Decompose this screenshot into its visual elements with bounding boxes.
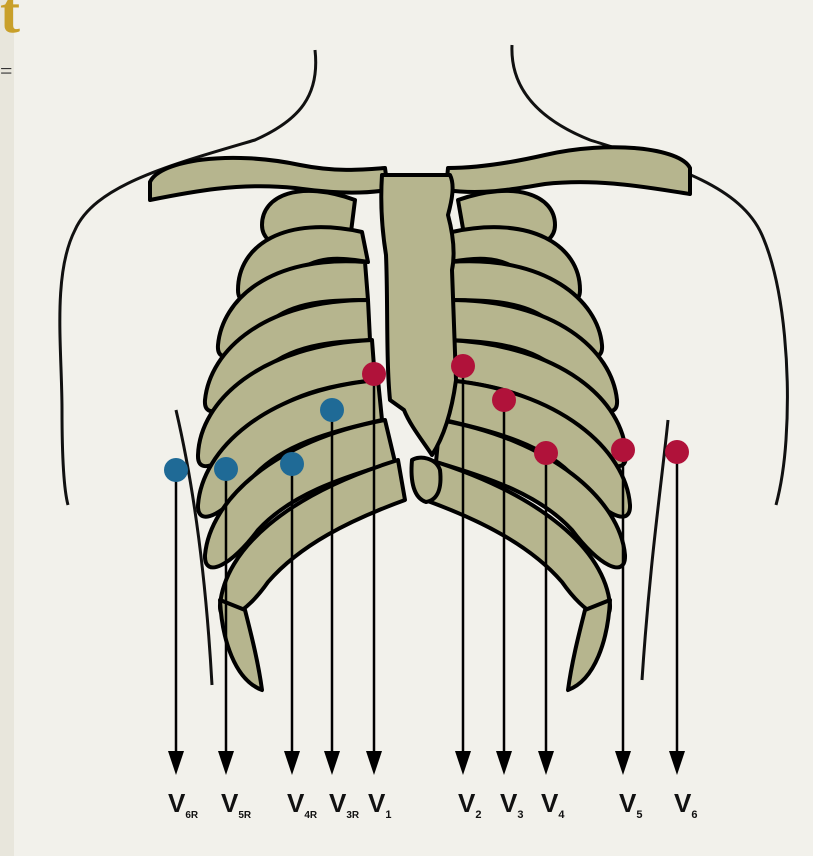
- electrode-dot: [492, 388, 516, 412]
- electrode-dot: [534, 441, 558, 465]
- lead-label-sub: 2: [475, 809, 481, 821]
- arrow-head-icon: [496, 751, 512, 775]
- lead-label-main: V: [619, 788, 637, 818]
- electrode-dot: [280, 452, 304, 476]
- lead-label: V4: [541, 788, 565, 821]
- lead-label: V5: [619, 788, 642, 821]
- lead-label-sub: 5R: [238, 810, 252, 821]
- lead-label-sub: 4: [558, 809, 565, 821]
- arrow-head-icon: [366, 751, 382, 775]
- electrode-dot: [214, 457, 238, 481]
- lead-label-sub: 6: [691, 809, 697, 821]
- electrode-dot: [611, 438, 635, 462]
- arrow-head-icon: [324, 751, 340, 775]
- arrow-head-icon: [168, 751, 184, 775]
- lead-label: V1: [368, 788, 391, 821]
- electrode-dot: [320, 398, 344, 422]
- lead-label-main: V: [287, 788, 305, 818]
- lead-label-main: V: [329, 788, 347, 818]
- arrow-head-icon: [538, 751, 554, 775]
- lead-label: V6R: [168, 788, 199, 821]
- lead-label: V6: [674, 788, 697, 821]
- lead-label: V3: [500, 788, 523, 821]
- lead-label-sub: 3R: [346, 810, 360, 821]
- arrow-head-icon: [669, 751, 685, 775]
- lead-label-sub: 1: [385, 809, 391, 821]
- lead-label-main: V: [541, 788, 559, 818]
- lead-label-main: V: [221, 788, 239, 818]
- lead-v6: V6: [665, 440, 697, 821]
- lead-label: V5R: [221, 788, 252, 821]
- lead-label-main: V: [500, 788, 518, 818]
- lead-label-main: V: [458, 788, 476, 818]
- electrode-dot: [164, 458, 188, 482]
- electrode-dot: [451, 354, 475, 378]
- electrode-dot: [362, 362, 386, 386]
- lead-label-main: V: [674, 788, 692, 818]
- lead-label-main: V: [368, 788, 386, 818]
- arrow-head-icon: [455, 751, 471, 775]
- electrode-dot: [665, 440, 689, 464]
- arrow-head-icon: [615, 751, 631, 775]
- lead-label: V4R: [287, 788, 318, 821]
- lead-label-main: V: [168, 788, 186, 818]
- lead-label-sub: 3: [517, 809, 523, 821]
- arrow-head-icon: [218, 751, 234, 775]
- lead-label: V3R: [329, 788, 360, 821]
- lead-label: V2: [458, 788, 481, 821]
- lead-label-sub: 4R: [304, 810, 318, 821]
- lead-label-sub: 6R: [185, 810, 199, 821]
- arrow-head-icon: [284, 751, 300, 775]
- lead-label-sub: 5: [636, 809, 642, 821]
